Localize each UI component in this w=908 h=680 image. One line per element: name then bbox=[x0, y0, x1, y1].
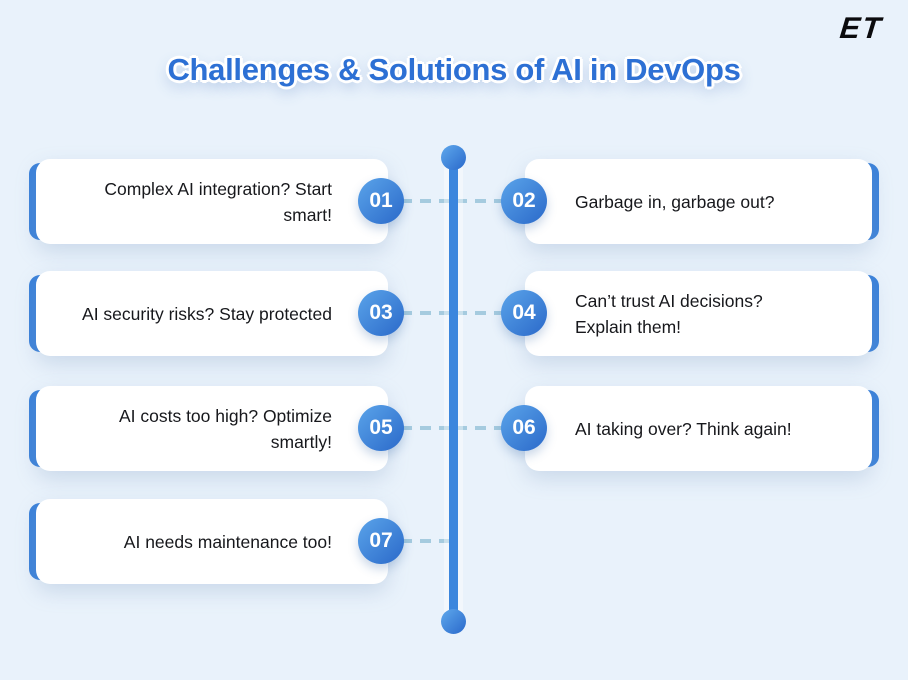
step-number-badge-04: 04 bbox=[501, 290, 547, 336]
card-body: AI security risks? Stay protected bbox=[36, 271, 388, 356]
challenge-card-02: Garbage in, garbage out? bbox=[525, 159, 879, 244]
card-text: Complex AI integration? Start smart! bbox=[104, 178, 332, 225]
card-body: Complex AI integration? Start smart! bbox=[36, 159, 388, 244]
step-number-badge-03: 03 bbox=[358, 290, 404, 336]
card-text: AI security risks? Stay protected bbox=[82, 303, 332, 324]
timeline-top-dot bbox=[441, 145, 466, 170]
card-body: AI needs maintenance too! bbox=[36, 499, 388, 584]
page-title: Challenges & Solutions of AI in DevOps bbox=[167, 52, 741, 87]
card-text: Can’t trust AI decisions? Explain them! bbox=[575, 290, 763, 337]
challenge-card-07: AI needs maintenance too! bbox=[29, 499, 388, 584]
connector-dash bbox=[456, 311, 504, 315]
card-text: AI costs too high? Optimize smartly! bbox=[118, 405, 332, 452]
card-text: AI taking over? Think again! bbox=[575, 418, 792, 439]
card-body: Garbage in, garbage out? bbox=[525, 159, 872, 244]
challenge-card-06: AI taking over? Think again! bbox=[525, 386, 879, 471]
step-number-badge-07: 07 bbox=[358, 518, 404, 564]
step-number-badge-06: 06 bbox=[501, 405, 547, 451]
brand-logo: ET bbox=[837, 12, 884, 45]
connector-dash bbox=[401, 426, 452, 430]
connector-dash bbox=[401, 539, 452, 543]
connector-dash bbox=[401, 311, 452, 315]
timeline-bottom-dot bbox=[441, 609, 466, 634]
card-body: AI taking over? Think again! bbox=[525, 386, 872, 471]
connector-dash bbox=[456, 426, 504, 430]
step-number-badge-02: 02 bbox=[501, 178, 547, 224]
challenge-card-03: AI security risks? Stay protected bbox=[29, 271, 388, 356]
card-body: AI costs too high? Optimize smartly! bbox=[36, 386, 388, 471]
challenge-card-05: AI costs too high? Optimize smartly! bbox=[29, 386, 388, 471]
card-body: Can’t trust AI decisions? Explain them! bbox=[525, 271, 872, 356]
challenge-card-04: Can’t trust AI decisions? Explain them! bbox=[525, 271, 879, 356]
step-number-badge-05: 05 bbox=[358, 405, 404, 451]
card-text: AI needs maintenance too! bbox=[123, 531, 332, 552]
connector-dash bbox=[401, 199, 452, 203]
card-text: Garbage in, garbage out? bbox=[575, 191, 775, 212]
connector-dash bbox=[456, 199, 504, 203]
challenge-card-01: Complex AI integration? Start smart! bbox=[29, 159, 388, 244]
timeline-line bbox=[449, 155, 458, 623]
step-number-badge-01: 01 bbox=[358, 178, 404, 224]
